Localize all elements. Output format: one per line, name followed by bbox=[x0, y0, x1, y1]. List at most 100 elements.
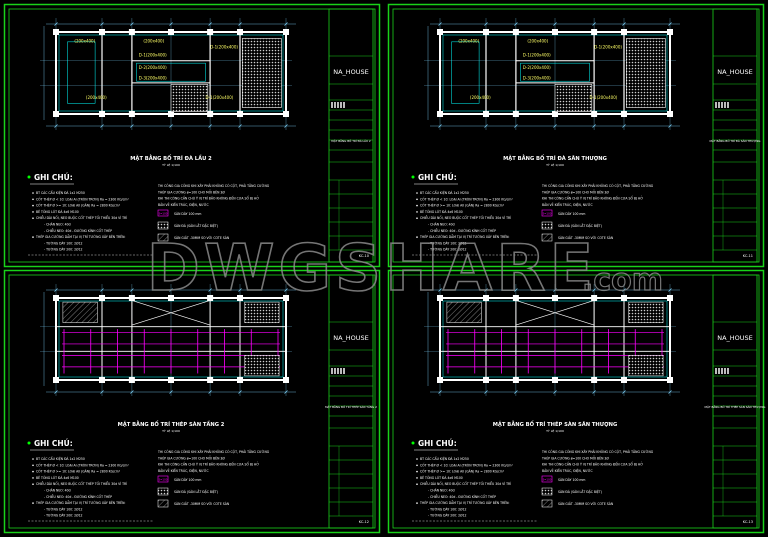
column bbox=[667, 295, 673, 301]
bullet-dot-icon bbox=[416, 217, 418, 219]
bullet-dot-icon bbox=[416, 458, 418, 460]
hatched-slab bbox=[626, 38, 666, 108]
hatched-slab bbox=[62, 301, 98, 323]
beam-label: D-1(200x400) bbox=[523, 53, 551, 58]
note-line: THI CÔNG GIA CÔNG KHI XÂY PHẢI KHÔNG CÓ … bbox=[157, 183, 270, 188]
title-block-mark bbox=[715, 102, 717, 108]
dimension-tick bbox=[208, 22, 212, 26]
notes-header: GHI CHÚ: bbox=[418, 439, 457, 448]
bullet-dot-icon bbox=[416, 477, 418, 479]
legend-swatch bbox=[157, 209, 169, 217]
note-line: CỐT THÉP Ø >= 10: LOẠI AII (GÂN) Ra = 28… bbox=[36, 203, 121, 208]
dimension-tick bbox=[54, 288, 58, 292]
beam-label: (200x400) bbox=[527, 39, 548, 44]
bullet-dot-icon bbox=[416, 211, 418, 213]
dimension-tick bbox=[284, 390, 288, 394]
dimension-tick bbox=[238, 390, 242, 394]
column bbox=[667, 377, 673, 383]
dimension-tick bbox=[130, 390, 134, 394]
title-block bbox=[712, 8, 758, 263]
note-line: CHIỀU DÀI NỐI, NEO BUỘC CỐT THÉP TỐI THI… bbox=[36, 215, 127, 220]
dimension-tick bbox=[622, 390, 626, 394]
legend-swatch bbox=[541, 487, 553, 496]
note-line: BẢN VẼ KIẾN TRÚC, ĐIỆN, NƯỚC bbox=[542, 467, 593, 473]
beam-label: (200x400) bbox=[74, 39, 95, 44]
title-block bbox=[328, 274, 374, 529]
note-line: CỐT THÉP Ø >= 10: LOẠI AII (GÂN) Ra = 28… bbox=[36, 469, 121, 474]
note-line: BÊ TÔNG LÓT ĐÁ 4x6 M100 bbox=[420, 475, 463, 480]
floor-plan: (200x400)(200x400)D-1(200x400)D-2(200x40… bbox=[40, 18, 296, 130]
dimension-tick bbox=[553, 288, 557, 292]
bullet-dot-icon bbox=[32, 470, 34, 473]
title-block bbox=[328, 8, 374, 263]
watermark: DWGSHARE .com bbox=[146, 231, 664, 307]
title-block-mark bbox=[334, 368, 336, 374]
note-line: - TƯỜNG DÀY 200: 2Ø12 bbox=[428, 513, 467, 518]
legend-code: S=100 bbox=[543, 477, 552, 481]
hatched-slab bbox=[170, 84, 209, 112]
column bbox=[53, 111, 59, 117]
sheet-inner-frame bbox=[392, 8, 760, 263]
bullet-dot-icon bbox=[416, 464, 418, 467]
beam-label: D-1(200x400) bbox=[206, 95, 234, 100]
dimension-tick bbox=[54, 22, 58, 26]
bullet-dot-icon bbox=[32, 483, 34, 485]
legend-code: S=100 bbox=[159, 477, 168, 481]
dimension-tick bbox=[553, 124, 557, 128]
note-line: CHIỀU DÀI NỐI, NEO BUỘC CỐT THÉP TỐI THI… bbox=[36, 481, 127, 486]
note-line: CỐT THÉP Ø < 10: LOẠI AI (TRÒN TRƠN) Ra … bbox=[420, 462, 513, 467]
bullet-dot-icon bbox=[32, 464, 34, 467]
dimension-tick bbox=[284, 22, 288, 26]
column bbox=[283, 295, 289, 301]
dimension-tick bbox=[622, 22, 626, 26]
note-line: CỐT THÉP Ø < 10: LOẠI AI (TRÒN TRƠN) Ra … bbox=[36, 462, 129, 467]
note-line: - CHIỀU NEO: 40d - ĐƯỜNG KÍNH CỐT THÉP bbox=[44, 228, 112, 233]
dimension-tick bbox=[438, 124, 442, 128]
bullet-dot-icon bbox=[32, 502, 34, 504]
watermark-suffix: .com bbox=[582, 263, 663, 298]
column bbox=[552, 111, 558, 117]
legend-swatch bbox=[541, 499, 553, 508]
column bbox=[437, 295, 443, 301]
project-name: NA_HOUSE bbox=[717, 334, 753, 342]
title-block-mark bbox=[334, 102, 336, 108]
sheet-title: MẶT BẰNG BỐ TRÍ THÉP SÀN TẦNG 2 bbox=[325, 404, 377, 409]
sheet-number: KC-12 bbox=[359, 520, 369, 524]
dimension-tick bbox=[553, 390, 557, 394]
dimension-tick bbox=[169, 124, 173, 128]
project-name: NA_HOUSE bbox=[333, 68, 369, 76]
dimension-tick bbox=[100, 288, 104, 292]
note-line: - CHIỀU NEO: 40d - ĐƯỜNG KÍNH CỐT THÉP bbox=[428, 494, 496, 499]
dimension-tick bbox=[668, 390, 672, 394]
column bbox=[168, 29, 174, 35]
bullet-dot-icon bbox=[32, 204, 34, 207]
note-line: CHIỀU DÀI NỐI, NEO BUỘC CỐT THÉP TỐI THI… bbox=[420, 215, 511, 220]
bullet-dot-icon bbox=[32, 198, 34, 201]
dimension-tick bbox=[169, 22, 173, 26]
slab-panel bbox=[451, 41, 480, 104]
plan-title: MẶT BẰNG BỐ TRÍ ĐÀ SÂN THƯỢNG bbox=[503, 154, 607, 162]
dimension-tick bbox=[622, 124, 626, 128]
note-line: THÉP GIA CƯỜNG DẦM TẠI VỊ TRÍ TƯỜNG XÂY … bbox=[419, 234, 509, 239]
column bbox=[437, 29, 443, 35]
note-line: - TƯỜNG DÀY 200: 2Ø12 bbox=[428, 247, 467, 252]
note-line: BÊ TÔNG LÓT ĐÁ 4x6 M100 bbox=[36, 209, 79, 214]
dimension-tick bbox=[553, 22, 557, 26]
dimension-tick bbox=[130, 124, 134, 128]
title-block-mark bbox=[727, 368, 729, 374]
floor-plan bbox=[40, 284, 296, 396]
plan-title: MẶT BẰNG BỐ TRÍ THÉP SÀN TẦNG 2 bbox=[118, 419, 225, 428]
title-block-mark bbox=[724, 102, 726, 108]
bullet-dot-icon bbox=[32, 458, 34, 460]
beam-label: (200x400) bbox=[86, 95, 107, 100]
dimension-tick bbox=[514, 22, 518, 26]
sheet-title: MẶT BẰNG BỐ TRÍ ĐÀ SÂN THƯỢNG bbox=[710, 138, 761, 143]
dimension-tick bbox=[54, 390, 58, 394]
note-line: KHI THI CÔNG CẦN CHÚ Ý VỊ TRÍ BẢO KHÔNG … bbox=[158, 195, 259, 201]
hatched-slab bbox=[244, 301, 280, 323]
dimension-tick bbox=[438, 390, 442, 394]
notes-bullet-icon bbox=[411, 441, 415, 445]
